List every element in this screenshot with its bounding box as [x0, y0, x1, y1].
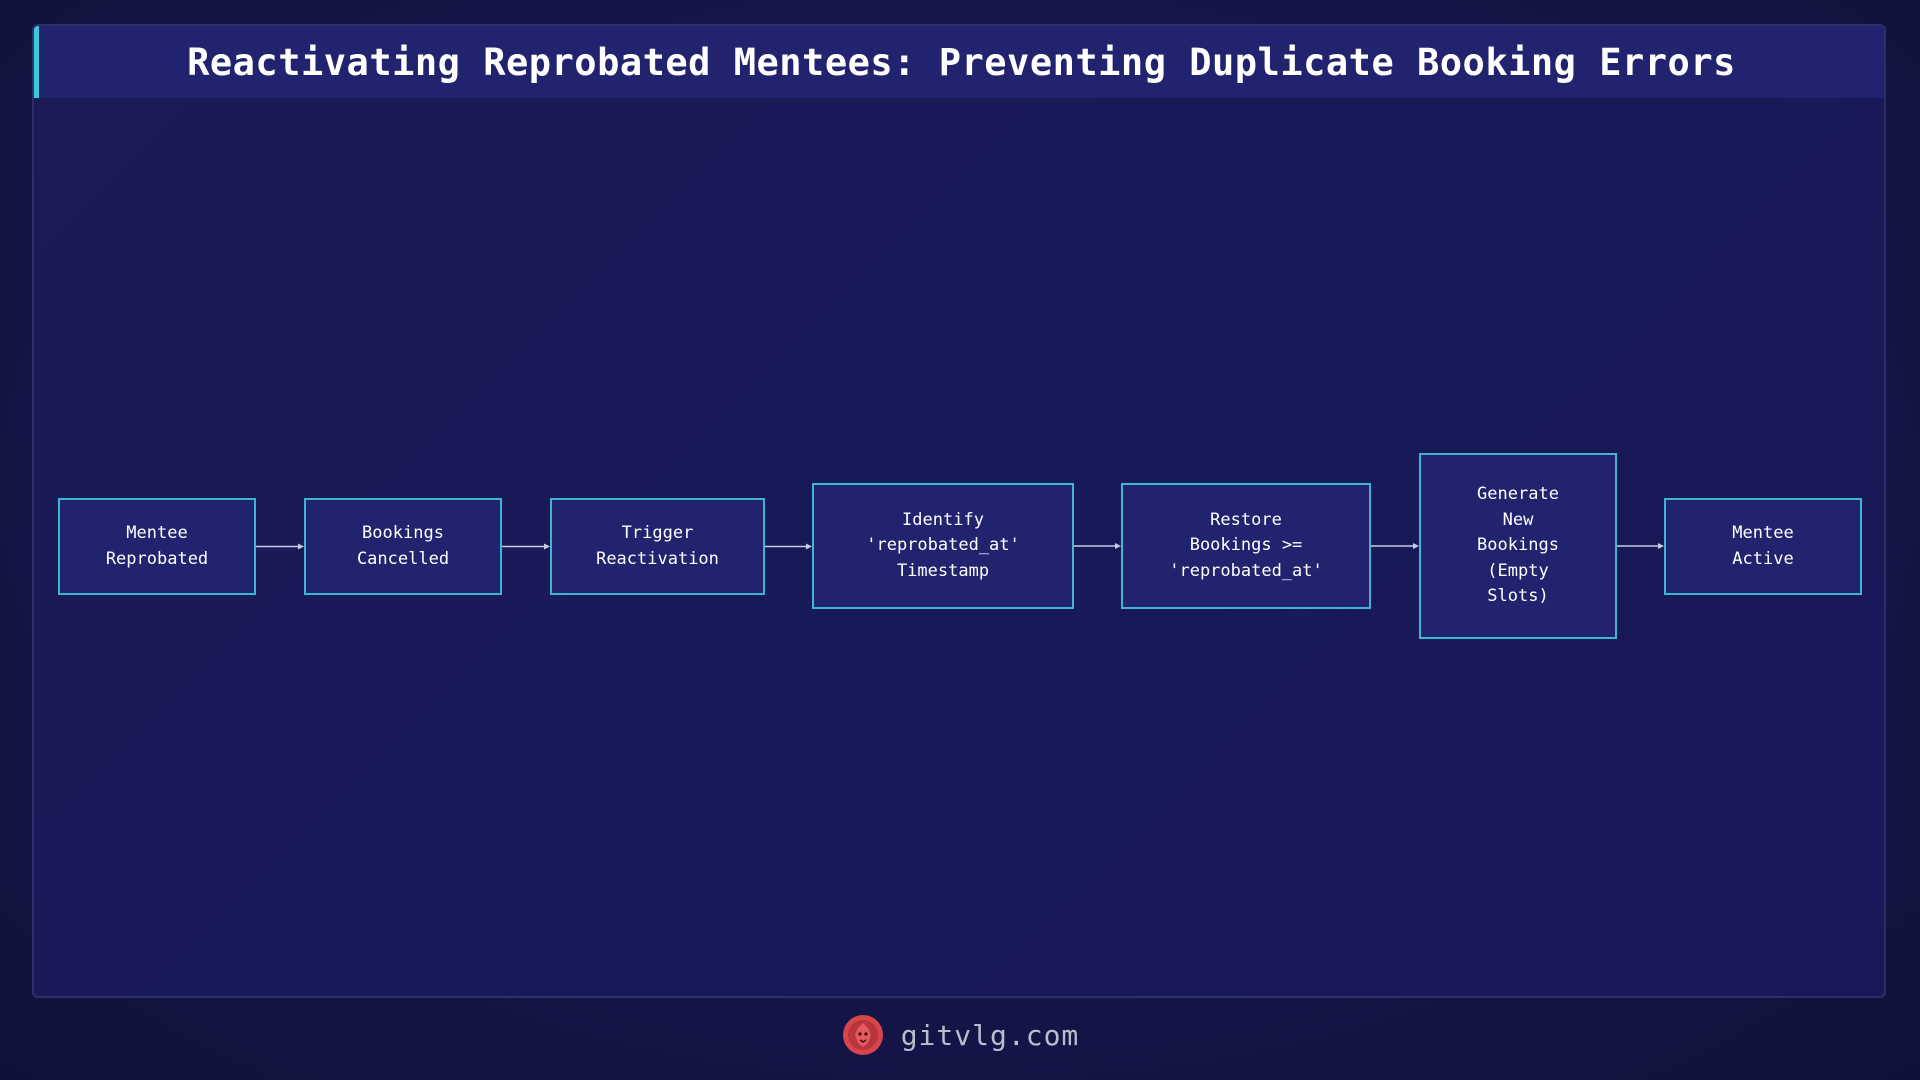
node-bookings-cancelled: Bookings Cancelled — [304, 498, 502, 595]
diagram-title: Reactivating Reprobated Mentees: Prevent… — [187, 40, 1736, 84]
edge-arrowhead-6 — [1658, 543, 1664, 549]
node-restore-bookings: Restore Bookings >= 'reprobated_at' — [1121, 483, 1371, 609]
lion-head-icon — [842, 1015, 883, 1055]
node-mentee-active: Mentee Active — [1664, 498, 1862, 595]
node-identify-timestamp: Identify 'reprobated_at' Timestamp — [812, 483, 1074, 609]
footer-site-text: gitvlg.com — [900, 1018, 1080, 1052]
edge-arrowhead-5 — [1413, 543, 1419, 549]
edge-arrowhead-1 — [298, 543, 304, 550]
edge-arrowhead-4 — [1115, 543, 1121, 549]
footer: gitvlg.com — [0, 1012, 1920, 1058]
node-generate-new-bookings: Generate New Bookings (Empty Slots) — [1419, 453, 1617, 639]
edge-arrowhead-2 — [544, 543, 550, 550]
title-bar: Reactivating Reprobated Mentees: Prevent… — [34, 26, 1884, 98]
node-trigger-reactivation: Trigger Reactivation — [550, 498, 765, 595]
node-mentee-reprobated: Mentee Reprobated — [58, 498, 256, 595]
edge-arrowhead-3 — [806, 543, 812, 550]
